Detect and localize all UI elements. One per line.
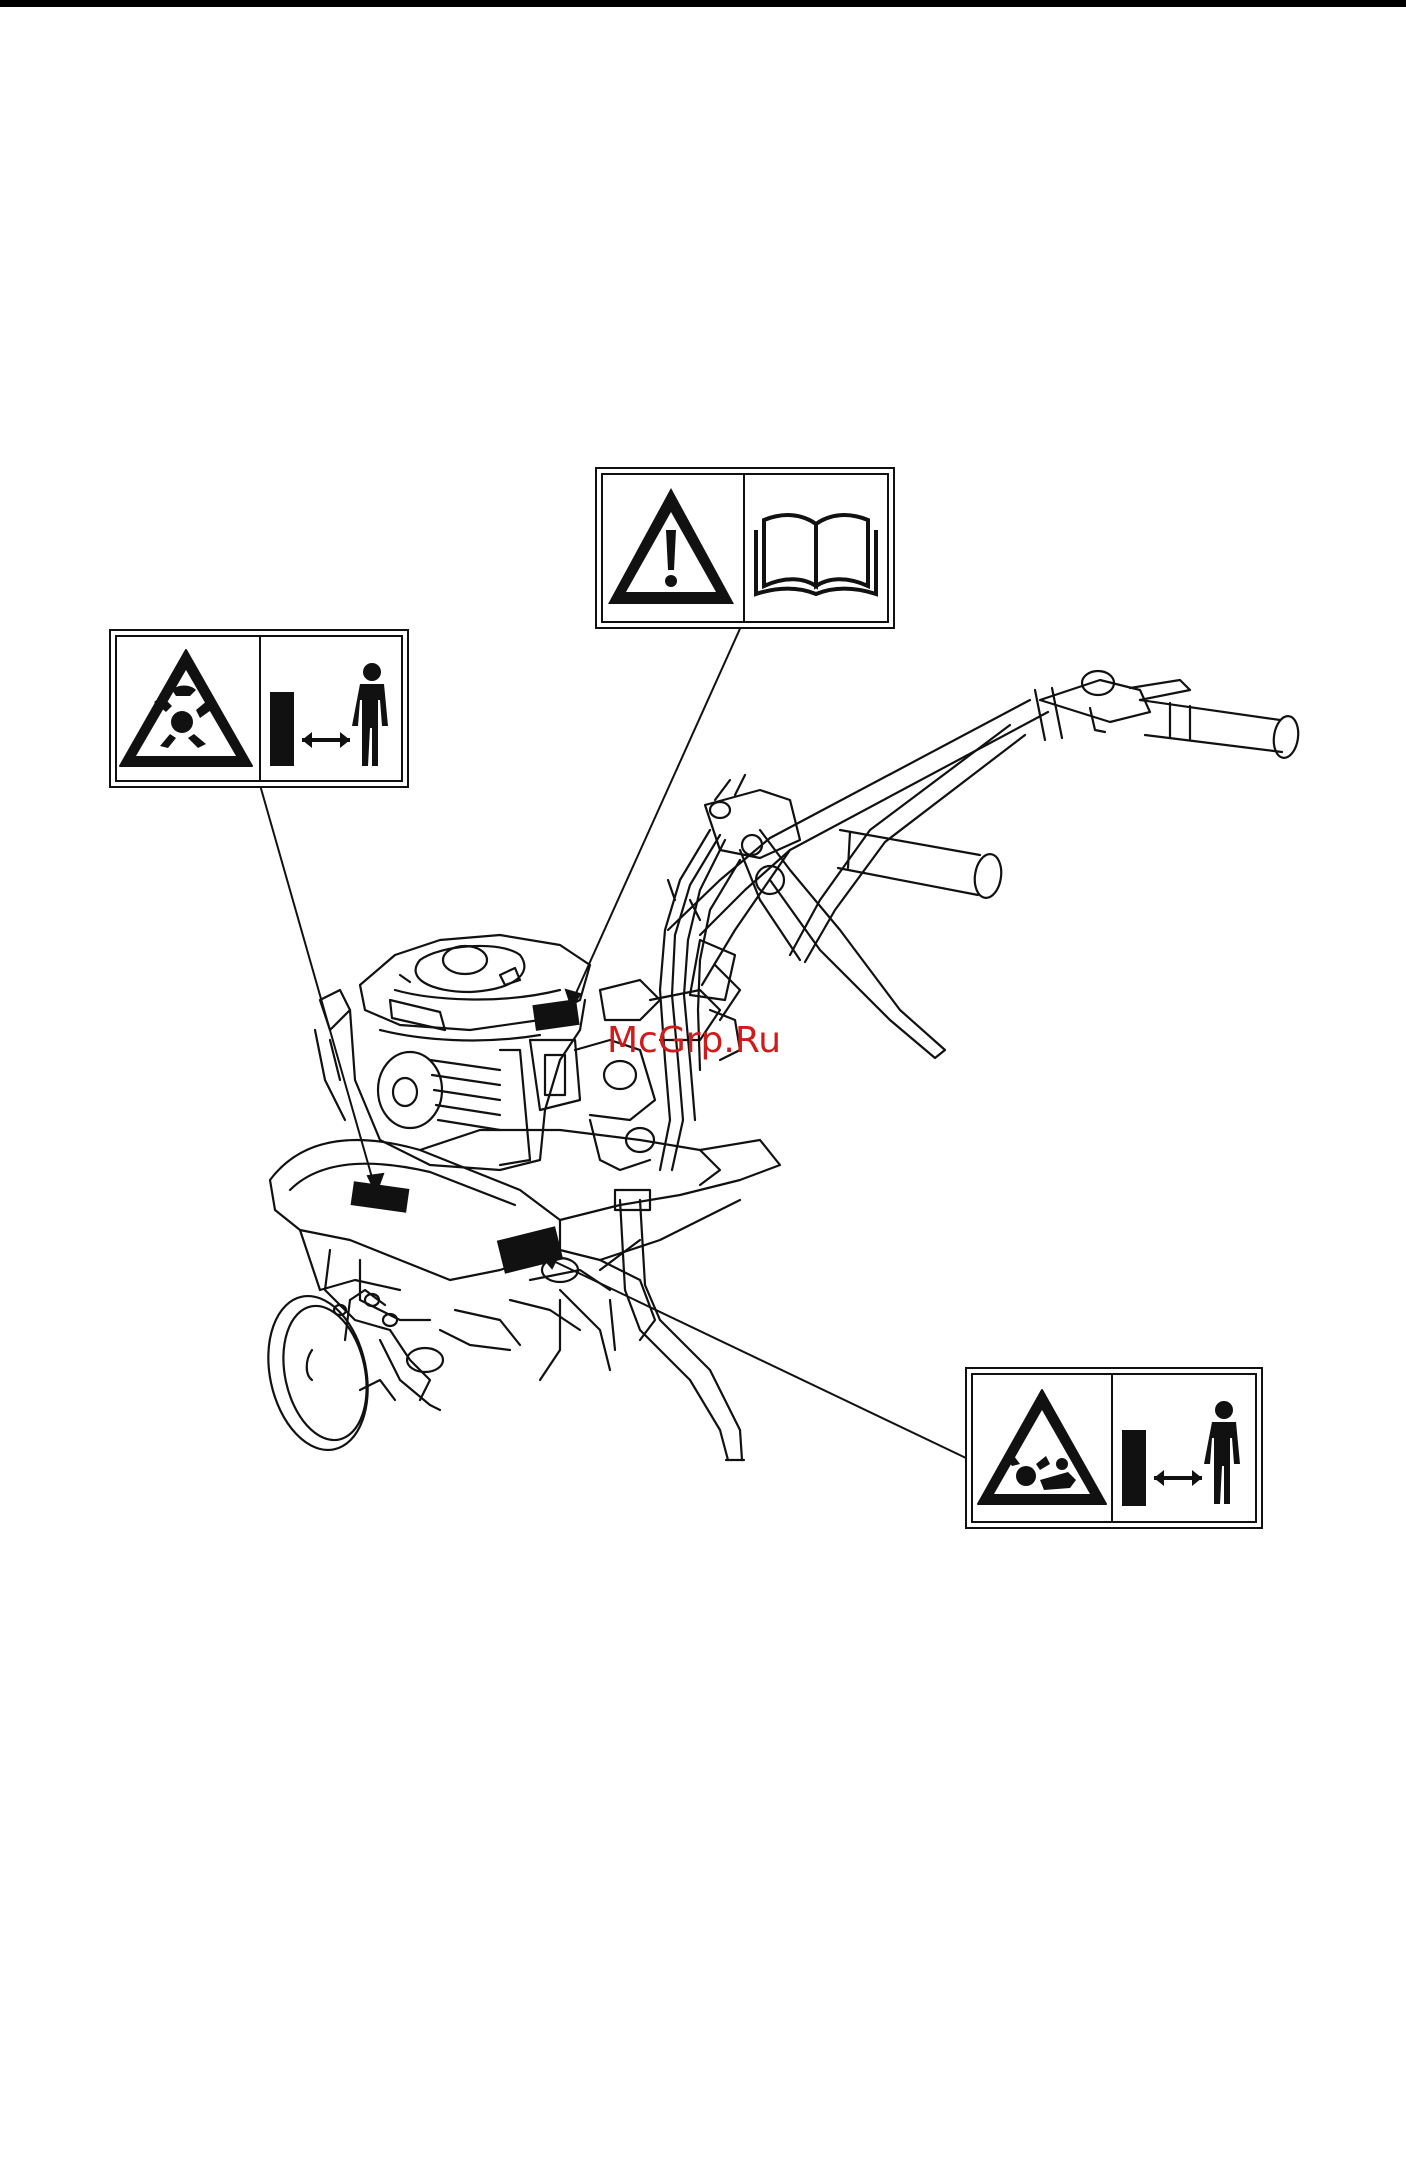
top-rule — [0, 0, 1406, 7]
safety-label-rotating-tines-rear — [966, 1368, 1262, 1528]
leader-line-tines-rear — [545, 1257, 966, 1458]
tiller-icon — [255, 671, 1301, 1460]
watermark: McGrp.Ru — [607, 1020, 781, 1061]
safety-label-rotating-tines — [110, 630, 408, 787]
leader-line-manual — [572, 622, 743, 1002]
leader-line-tines — [260, 785, 375, 1188]
safety-label-read-manual — [596, 468, 894, 628]
